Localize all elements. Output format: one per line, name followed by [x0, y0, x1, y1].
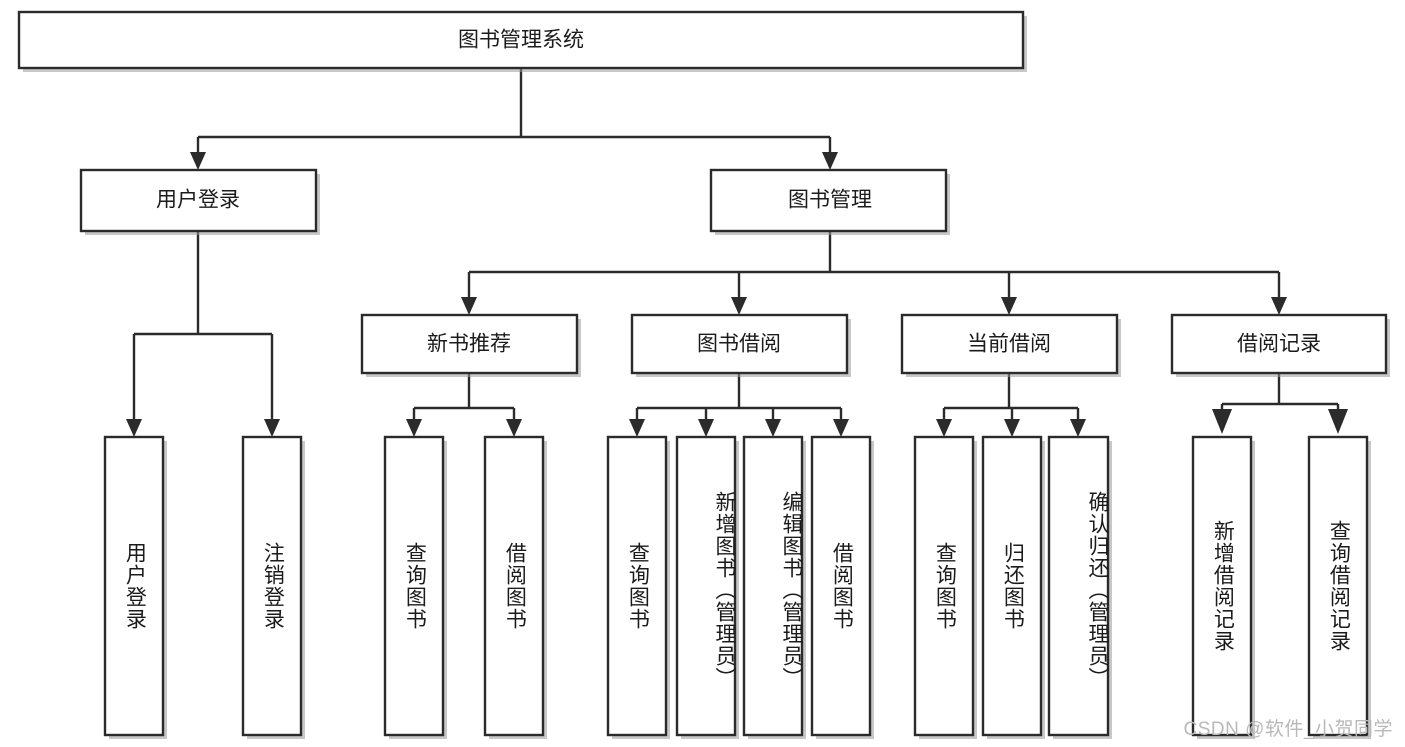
arrow-head-leaf-add-book — [698, 419, 714, 437]
leaf-query-record-node[interactable] — [1307, 435, 1369, 737]
current-borrow-node[interactable] — [900, 313, 1119, 375]
node-layer: 图书管理系统 用户登录 图书管理 新书推荐 图书借阅 当前借阅 借阅记录 — [17, 10, 1390, 739]
new-book-rec-node[interactable] — [360, 313, 579, 375]
borrow-record-node-label: 借阅记录 — [1237, 333, 1321, 356]
arrow-head-leaf-query-book-3 — [936, 419, 952, 437]
arrow-head-user-login — [190, 152, 206, 170]
arrow-head-leaf-query-book-1 — [406, 419, 422, 437]
arrow-head-borrow-record — [1271, 297, 1287, 315]
leaf-add-book-node[interactable] — [675, 435, 737, 737]
leaf-user-logout-node[interactable] — [241, 435, 303, 737]
arrow-head-leaf-borrow-book-1 — [506, 419, 522, 437]
arrow-head-leaf-query-record — [1328, 409, 1348, 434]
arrow-head-current-borrow — [1001, 297, 1017, 315]
leaf-confirm-return-node[interactable] — [1047, 435, 1110, 737]
leaf-return-book-node[interactable] — [981, 435, 1043, 737]
book-borrow-node[interactable] — [630, 313, 849, 375]
root-node-label: 图书管理系统 — [458, 29, 584, 52]
leaf-edit-book-node[interactable] — [742, 435, 804, 737]
arrow-head-new-book-rec — [461, 297, 477, 315]
current-borrow-node-label: 当前借阅 — [967, 333, 1051, 356]
arrow-head-leaf-user-login — [126, 419, 142, 437]
arrow-head-leaf-edit-book — [765, 419, 781, 437]
root-node[interactable] — [17, 10, 1025, 70]
arrow-head-leaf-confirm-return — [1070, 419, 1086, 437]
leaf-user-login-node[interactable] — [103, 435, 165, 737]
book-manage-node-label: 图书管理 — [788, 189, 872, 212]
new-book-rec-node-label: 新书推荐 — [427, 333, 511, 356]
book-manage-node[interactable] — [709, 168, 948, 233]
leaf-query-book-1-node[interactable] — [383, 435, 445, 737]
arrow-head-leaf-user-logout — [264, 419, 280, 437]
leaf-borrow-book-1-node[interactable] — [483, 435, 545, 737]
leaf-query-book-3-node[interactable] — [913, 435, 975, 737]
leaf-borrow-book-2-node[interactable] — [810, 435, 872, 737]
arrow-head-leaf-query-book-2 — [629, 419, 645, 437]
user-login-node-label: 用户登录 — [156, 189, 240, 212]
book-borrow-node-label: 图书借阅 — [697, 333, 781, 356]
arrow-head-leaf-add-record — [1212, 409, 1232, 434]
user-login-node[interactable] — [79, 168, 318, 233]
leaf-query-book-2-node[interactable] — [606, 435, 668, 737]
connector-layer — [126, 68, 1348, 437]
arrow-head-leaf-return-book — [1004, 419, 1020, 437]
arrow-head-book-manage — [822, 152, 838, 170]
arrow-head-book-borrow — [731, 297, 747, 315]
arrow-head-leaf-borrow-book-2 — [833, 419, 849, 437]
borrow-record-node[interactable] — [1170, 313, 1388, 375]
csdn-watermark: CSDN @软件_小贺同学 — [1183, 719, 1393, 740]
leaf-add-record-node[interactable] — [1191, 435, 1253, 737]
